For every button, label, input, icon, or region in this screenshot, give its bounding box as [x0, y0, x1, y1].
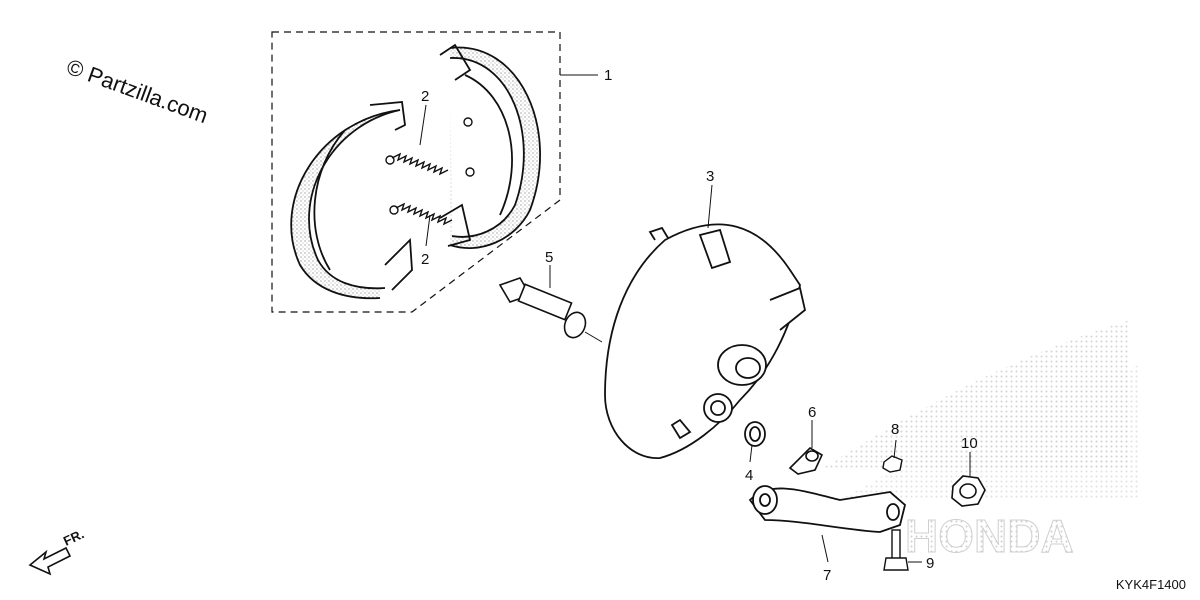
wear-indicator-plate [788, 446, 824, 475]
callout-1: 1 [604, 67, 612, 84]
brake-shoe-set-box [271, 31, 598, 313]
dust-seal [744, 421, 766, 447]
flange-nut [951, 475, 986, 507]
callout-2-lower: 2 [421, 251, 429, 268]
callout-7: 7 [823, 567, 831, 584]
callout-6: 6 [808, 404, 816, 421]
callout-4: 4 [745, 467, 753, 484]
callout-10: 10 [961, 435, 978, 452]
callout-2-upper: 2 [421, 88, 429, 105]
brake-shoe-right [439, 43, 541, 249]
brake-shoe-left [290, 101, 413, 300]
small-nut [882, 455, 903, 473]
bolt [883, 529, 909, 571]
callout-5: 5 [545, 249, 553, 266]
diagram-code: KYK4F1400 [1115, 577, 1186, 592]
callout-9: 9 [926, 555, 934, 572]
leader-lines [419, 104, 971, 563]
callout-3: 3 [706, 168, 714, 185]
brake-panel [604, 223, 807, 459]
front-direction-arrow: FR. [28, 526, 86, 576]
return-spring-lower [389, 167, 475, 226]
callout-8: 8 [891, 421, 899, 438]
brake-arm [748, 485, 907, 533]
honda-wing-logo: HONDA [820, 320, 1140, 563]
front-direction-label: FR. [61, 526, 86, 548]
honda-logo-text: HONDA [905, 510, 1074, 562]
brake-cam [498, 277, 603, 343]
return-spring-upper [385, 117, 473, 176]
